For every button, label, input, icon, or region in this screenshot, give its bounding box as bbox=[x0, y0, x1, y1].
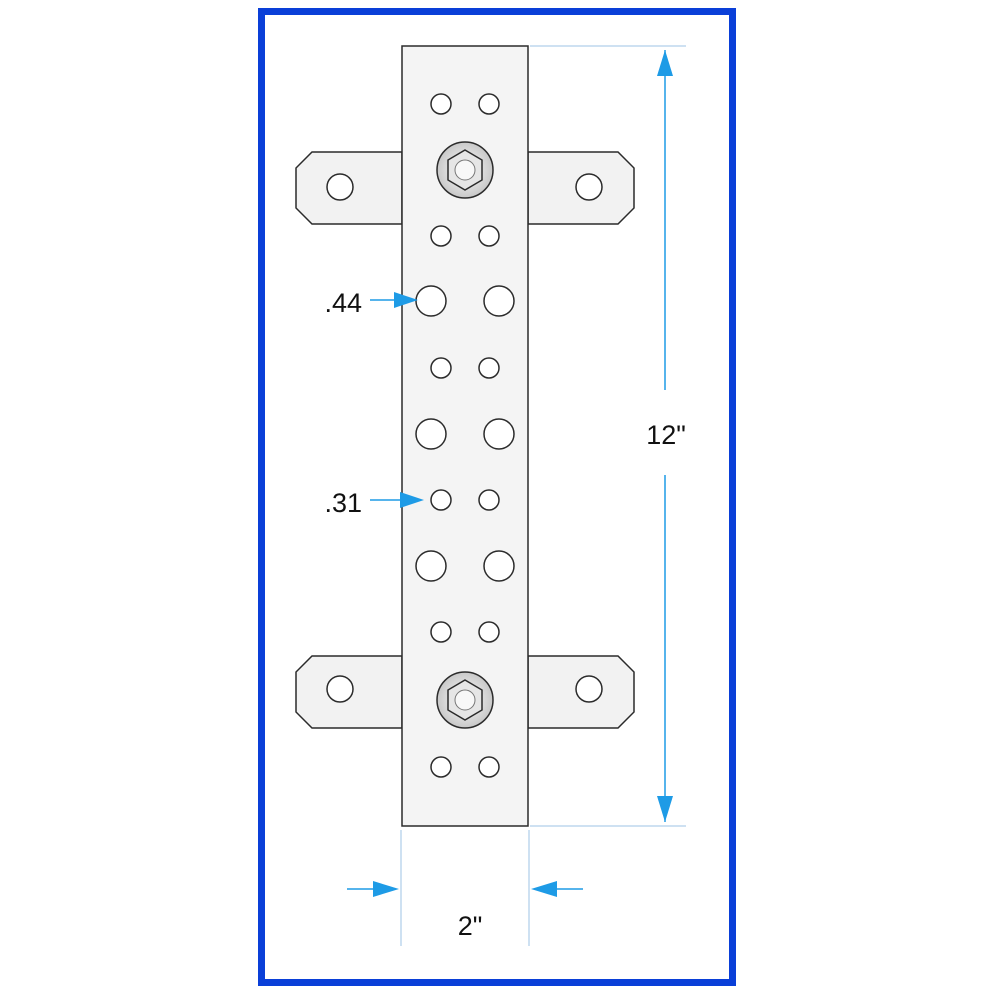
height-label: 12" bbox=[646, 420, 686, 450]
bottom-stud-nut-icon bbox=[436, 671, 494, 729]
bottom-left-bracket bbox=[295, 655, 403, 729]
bottom-right-bracket bbox=[527, 655, 635, 729]
top-stud-nut-icon bbox=[436, 141, 494, 199]
height-dimension bbox=[530, 45, 686, 827]
large-hole-callout bbox=[370, 292, 418, 308]
large-hole-label: .44 bbox=[324, 288, 362, 318]
width-dimension bbox=[347, 830, 583, 946]
small-hole-callout bbox=[370, 492, 424, 508]
hole-pattern bbox=[415, 93, 515, 778]
small-hole-label: .31 bbox=[324, 488, 362, 518]
top-left-bracket bbox=[295, 151, 403, 225]
width-label: 2" bbox=[458, 911, 483, 941]
top-right-bracket bbox=[527, 151, 635, 225]
